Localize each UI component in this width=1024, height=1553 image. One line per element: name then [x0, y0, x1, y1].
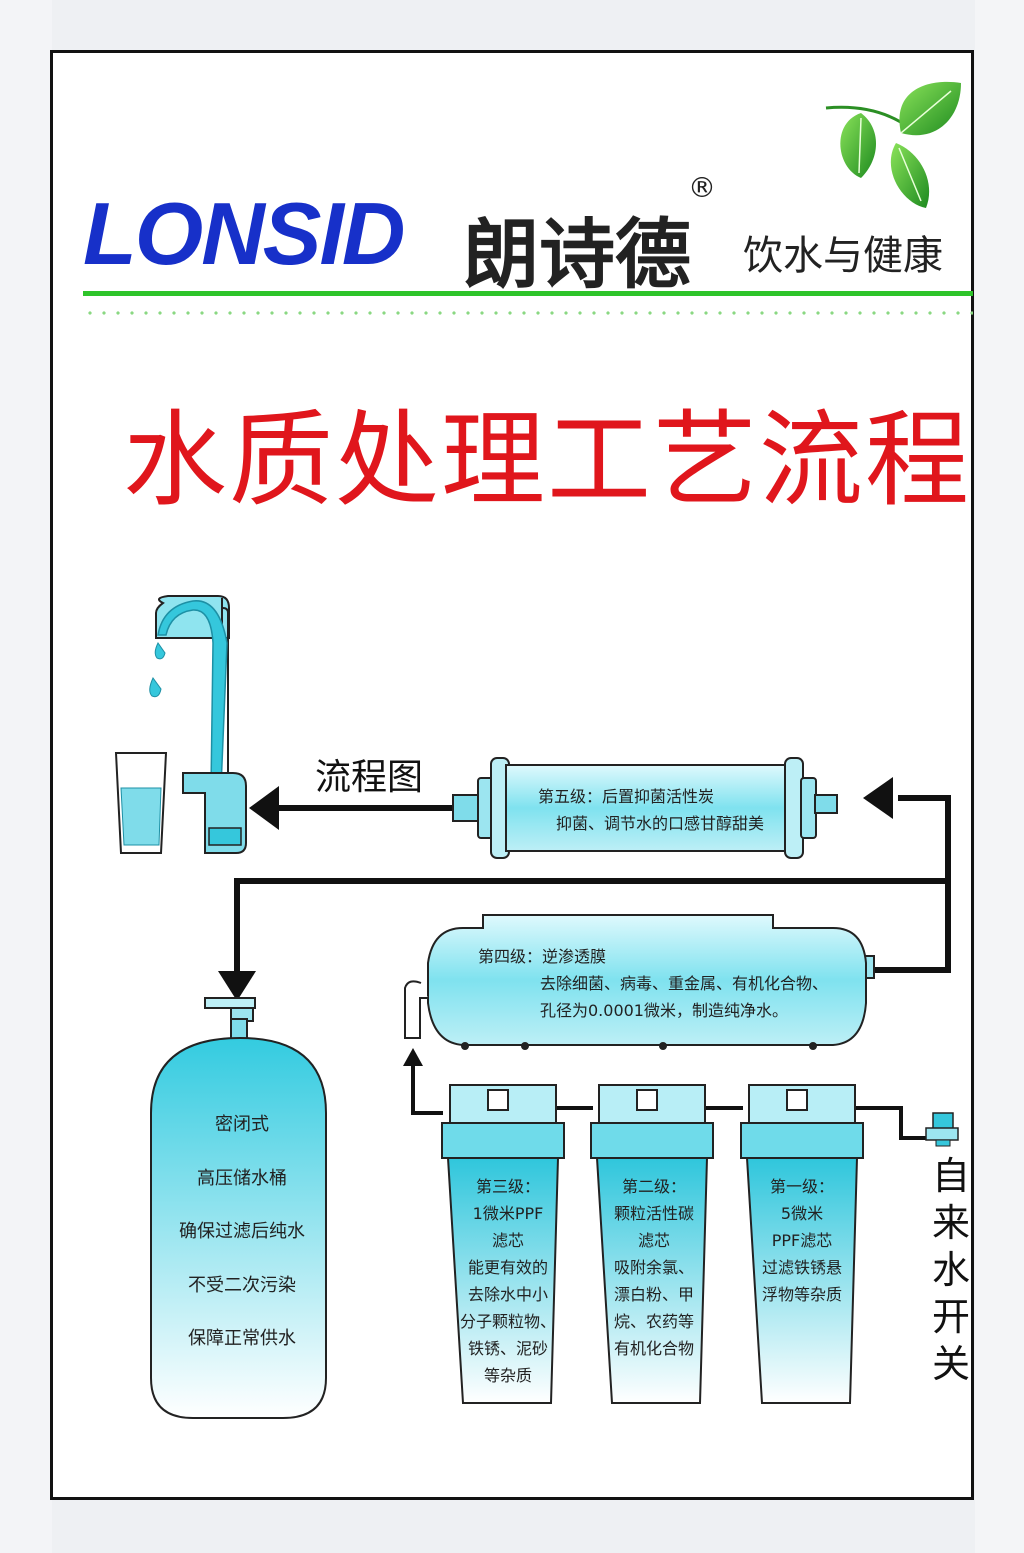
slogan: 饮水与健康	[743, 233, 943, 279]
poster: LONSID 朗诗德 ® 饮水与健康 水质处理工艺流程	[50, 50, 974, 1500]
storage-tank	[150, 997, 327, 1419]
background-right	[975, 0, 1024, 1553]
leaf-icon	[825, 81, 961, 208]
inlet-switch-label: 自来水开关	[931, 1154, 970, 1386]
faucet-icon	[155, 595, 247, 854]
brand-name-cn: 朗诗德	[463, 210, 691, 299]
arrow-icon	[249, 786, 453, 830]
dotted-divider	[83, 311, 973, 315]
stage4-text-line1: 第四级：逆渗透膜	[478, 947, 607, 966]
stage2-filter	[590, 1084, 714, 1404]
stage4-text-line3: 孔径为0.0001微米，制造纯净水。	[540, 1001, 788, 1020]
stage3-filter	[441, 1084, 565, 1404]
stage2-text: 第二级：颗粒活性碳滤芯吸附余氯、漂白粉、甲烷、农药等有机化合物	[613, 1177, 694, 1358]
page-title: 水质处理工艺流程	[123, 399, 972, 521]
background-left	[0, 0, 52, 1553]
registered-mark: ®	[688, 171, 716, 204]
stage1-filter	[740, 1084, 864, 1404]
inlet-valve-icon	[925, 1112, 959, 1147]
stage4-text-line2: 去除细菌、病毒、重金属、有机化合物、	[540, 974, 829, 993]
brand-logo: LONSID	[83, 184, 405, 283]
tank-text: 密闭式高压储水桶确保过滤后纯水不受二次污染保障正常供水	[179, 1114, 305, 1349]
water-drop-icon	[149, 642, 166, 698]
water-glass-icon	[114, 752, 168, 854]
flow-diagram	[114, 595, 959, 1419]
stage4-membrane	[404, 914, 875, 1050]
stage5-filter	[452, 757, 838, 859]
header-divider	[83, 291, 973, 296]
stage5-text-line2: 抑菌、调节水的口感甘醇甜美	[556, 814, 765, 833]
flow-chart-label: 流程图	[315, 757, 424, 798]
stage5-text-line1: 第五级：后置抑菌活性炭	[538, 787, 715, 806]
